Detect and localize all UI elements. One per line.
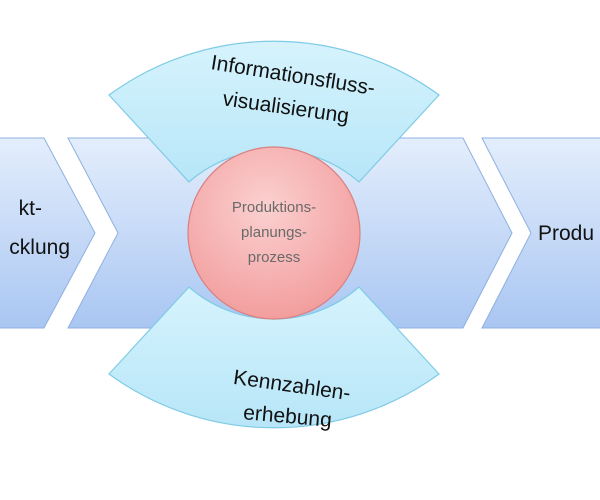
center-label-line1: Produktions- [232, 199, 316, 216]
bottom-arc-segment [108, 286, 440, 429]
center-label-line2: planungs- [241, 224, 307, 241]
right-stage-label: Produ [538, 222, 594, 245]
center-label-line3: prozess [248, 249, 301, 266]
stage-chevron-right [481, 137, 600, 329]
stage-chevron-left [0, 137, 96, 329]
center-circle [187, 146, 361, 320]
left-stage-label-line2: cklung [9, 236, 70, 259]
left-stage-label-line1: kt- [19, 197, 42, 220]
